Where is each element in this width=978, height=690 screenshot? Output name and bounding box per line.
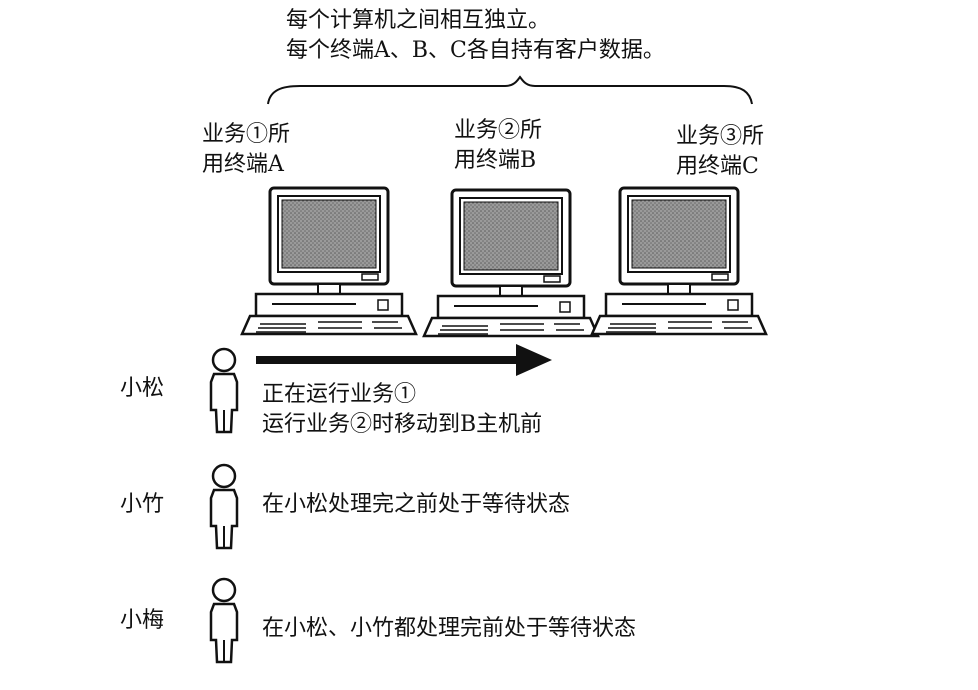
top-note-line-2: 每个终端A、B、C各自持有客户数据。	[286, 36, 665, 66]
terminal-a-label: 业务①所 用终端A	[202, 120, 290, 180]
terminal-b-label: 业务②所 用终端B	[454, 116, 542, 176]
terminal-a-computer	[242, 188, 416, 334]
terminal-a-label-line-2: 用终端A	[202, 150, 290, 180]
person-figure-koume	[211, 579, 237, 662]
top-note: 每个计算机之间相互独立。 每个终端A、B、C各自持有客户数据。	[286, 6, 665, 66]
person-status-kotake: 在小松处理完之前处于等待状态	[262, 490, 570, 520]
person-status-komatsu-line-1: 正在运行业务①	[262, 380, 542, 410]
person-status-koume-line-1: 在小松、小竹都处理完前处于等待状态	[262, 614, 636, 644]
person-figure-kotake	[211, 465, 237, 548]
terminal-c-label-line-2: 用终端C	[676, 152, 764, 182]
terminal-b-label-line-2: 用终端B	[454, 146, 542, 176]
person-status-komatsu-line-2: 运行业务②时移动到B主机前	[262, 410, 542, 440]
person-status-koume: 在小松、小竹都处理完前处于等待状态	[262, 614, 636, 644]
person-status-komatsu: 正在运行业务① 运行业务②时移动到B主机前	[262, 380, 542, 440]
person-name-kotake: 小竹	[120, 490, 164, 520]
terminal-b-computer	[424, 190, 598, 336]
grouping-brace	[268, 77, 752, 104]
terminal-c-label-line-1: 业务③所	[676, 122, 764, 152]
person-status-kotake-line-1: 在小松处理完之前处于等待状态	[262, 490, 570, 520]
move-arrow	[256, 344, 552, 376]
terminal-a-label-line-1: 业务①所	[202, 120, 290, 150]
terminal-c-computer	[592, 188, 766, 334]
terminal-b-label-line-1: 业务②所	[454, 116, 542, 146]
person-figure-komatsu	[211, 349, 237, 432]
terminal-c-label: 业务③所 用终端C	[676, 122, 764, 182]
top-note-line-1: 每个计算机之间相互独立。	[286, 6, 665, 36]
person-name-komatsu: 小松	[120, 374, 164, 404]
person-name-koume: 小梅	[120, 606, 164, 636]
